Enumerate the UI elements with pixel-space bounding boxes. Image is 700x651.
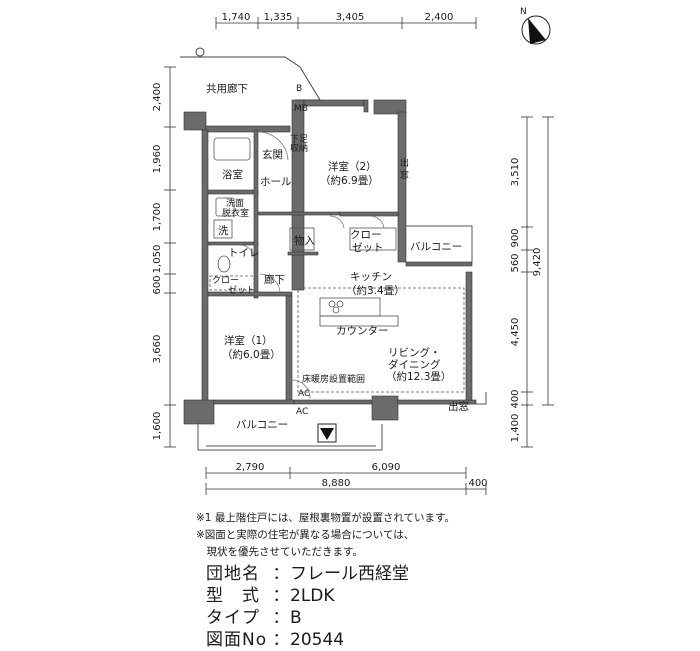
dim-right-6: 400 xyxy=(510,389,521,408)
info-value: フレール西経堂 xyxy=(290,564,409,584)
label-closet: クローゼット xyxy=(350,229,384,254)
info-separator: ： xyxy=(272,608,290,628)
info-row-layout: タイプ ： B xyxy=(206,607,409,629)
info-row-name: 団地名 ： フレール西経堂 xyxy=(206,563,409,585)
info-key: 型 式 xyxy=(206,586,260,606)
dim-bottom-2: 6,090 xyxy=(372,462,401,473)
label-mb: MB xyxy=(294,104,308,114)
top-dimensions xyxy=(215,17,477,29)
label-toilet: トイレ xyxy=(228,247,260,259)
fixtures xyxy=(209,137,465,393)
dim-left-4: 1,050 xyxy=(152,245,163,274)
label-corridor-common: 共用廊下 xyxy=(206,82,248,95)
label-counter: カウンター xyxy=(336,325,389,337)
right-dimensions xyxy=(521,116,554,448)
label-bath: 浴室 xyxy=(222,168,243,181)
property-info: 団地名 ： フレール西経堂 型 式 ： 2LDK タイプ ： B 図面No ： … xyxy=(206,563,409,651)
label-closet-small: クローゼット xyxy=(212,275,255,296)
label-shoes: 下足収納 xyxy=(290,134,308,154)
label-kitchen-size: （約3.4畳） xyxy=(346,284,405,297)
note-line-3: 現状を優先させていただきます。 xyxy=(196,546,363,558)
label-western2: 洋室（2） xyxy=(328,160,377,173)
compass-label: N xyxy=(520,7,527,17)
dim-left-1: 2,400 xyxy=(152,83,163,112)
doors xyxy=(239,131,385,399)
north-compass xyxy=(521,15,551,45)
label-balcony-bottom: バルコニー xyxy=(236,419,288,431)
label-dining: ダイニング xyxy=(388,358,441,371)
walls xyxy=(183,99,477,425)
label-washroom: 洗面脱衣室 xyxy=(222,197,249,219)
label-b: B xyxy=(296,84,302,94)
info-separator: ： xyxy=(272,630,290,650)
dim-right-2: 560 xyxy=(510,253,521,272)
label-entrance: 玄関 xyxy=(262,148,283,161)
label-western1: 洋室（1） xyxy=(224,334,273,347)
label-out-window-right: 出窓 xyxy=(448,400,469,413)
dim-left-3: 1,700 xyxy=(152,203,163,232)
label-washer: 洗 xyxy=(218,225,229,237)
info-value: 20544 xyxy=(290,630,345,650)
balcony-outlines xyxy=(197,225,487,451)
dim-left-2: 1,960 xyxy=(152,145,163,174)
label-out-window-top: 出窓 xyxy=(400,157,409,181)
label-western2-size: （約6.9畳） xyxy=(320,174,379,187)
dim-bottom-extra: 400 xyxy=(468,478,487,489)
dim-right-1: 3,510 xyxy=(510,158,521,187)
info-row-type: 型 式 ： 2LDK xyxy=(206,585,409,607)
info-row-drawing: 図面No ： 20544 xyxy=(206,629,409,651)
dim-right-4: 9,420 xyxy=(532,248,543,277)
note-line-1: ※1 最上階住戸には、屋根裏物置が設置されています。 xyxy=(196,512,455,524)
dim-bottom-total: 8,880 xyxy=(322,478,351,489)
label-living-size: （約12.3畳） xyxy=(386,370,451,383)
left-dimensions xyxy=(164,66,176,448)
dim-left-7: 1,600 xyxy=(152,412,163,441)
label-floor-heating: 床暖房設置範囲 xyxy=(302,373,365,385)
info-value: 2LDK xyxy=(290,586,335,606)
info-key: タイプ xyxy=(206,608,260,628)
dim-top-3: 3,405 xyxy=(336,12,365,23)
notes: ※1 最上階住戸には、屋根裏物置が設置されています。 ※図面と実際の住宅が異なる… xyxy=(196,510,676,561)
label-kitchen: キッチン xyxy=(350,271,392,283)
bottom-dimensions xyxy=(205,467,487,495)
dim-top-4: 2,400 xyxy=(425,12,454,23)
label-living: リビング・ xyxy=(388,346,441,359)
dim-right-5: 4,450 xyxy=(510,318,521,347)
dim-right-3: 900 xyxy=(510,228,521,247)
info-separator: ： xyxy=(272,586,290,606)
dim-top-1: 1,740 xyxy=(222,12,251,23)
label-balcony-right: バルコニー xyxy=(410,241,462,253)
label-western1-size: （約6.0畳） xyxy=(222,348,281,361)
floor-plan: 1,740 1,335 3,405 2,400 2,400 1,960 1,70… xyxy=(152,7,554,495)
info-value: B xyxy=(290,608,302,628)
dim-left-5: 600 xyxy=(152,275,163,294)
dim-top-2: 1,335 xyxy=(264,12,293,23)
dim-left-6: 3,660 xyxy=(152,335,163,364)
label-hallway: 廊下 xyxy=(264,273,285,286)
info-key: 図面No xyxy=(206,630,268,650)
note-line-2: ※図面と実際の住宅が異なる場合については、 xyxy=(196,529,415,541)
label-ac1: AC xyxy=(298,389,310,399)
label-storage: 物入 xyxy=(294,234,315,247)
label-hall: ホール xyxy=(260,176,292,188)
label-ac2: AC xyxy=(296,407,308,417)
info-separator: ： xyxy=(272,564,290,584)
dim-bottom-1: 2,790 xyxy=(236,462,265,473)
dim-right-7: 1,400 xyxy=(510,414,521,443)
info-key: 団地名 xyxy=(206,564,260,584)
entrance-arrow-icon xyxy=(317,423,337,443)
